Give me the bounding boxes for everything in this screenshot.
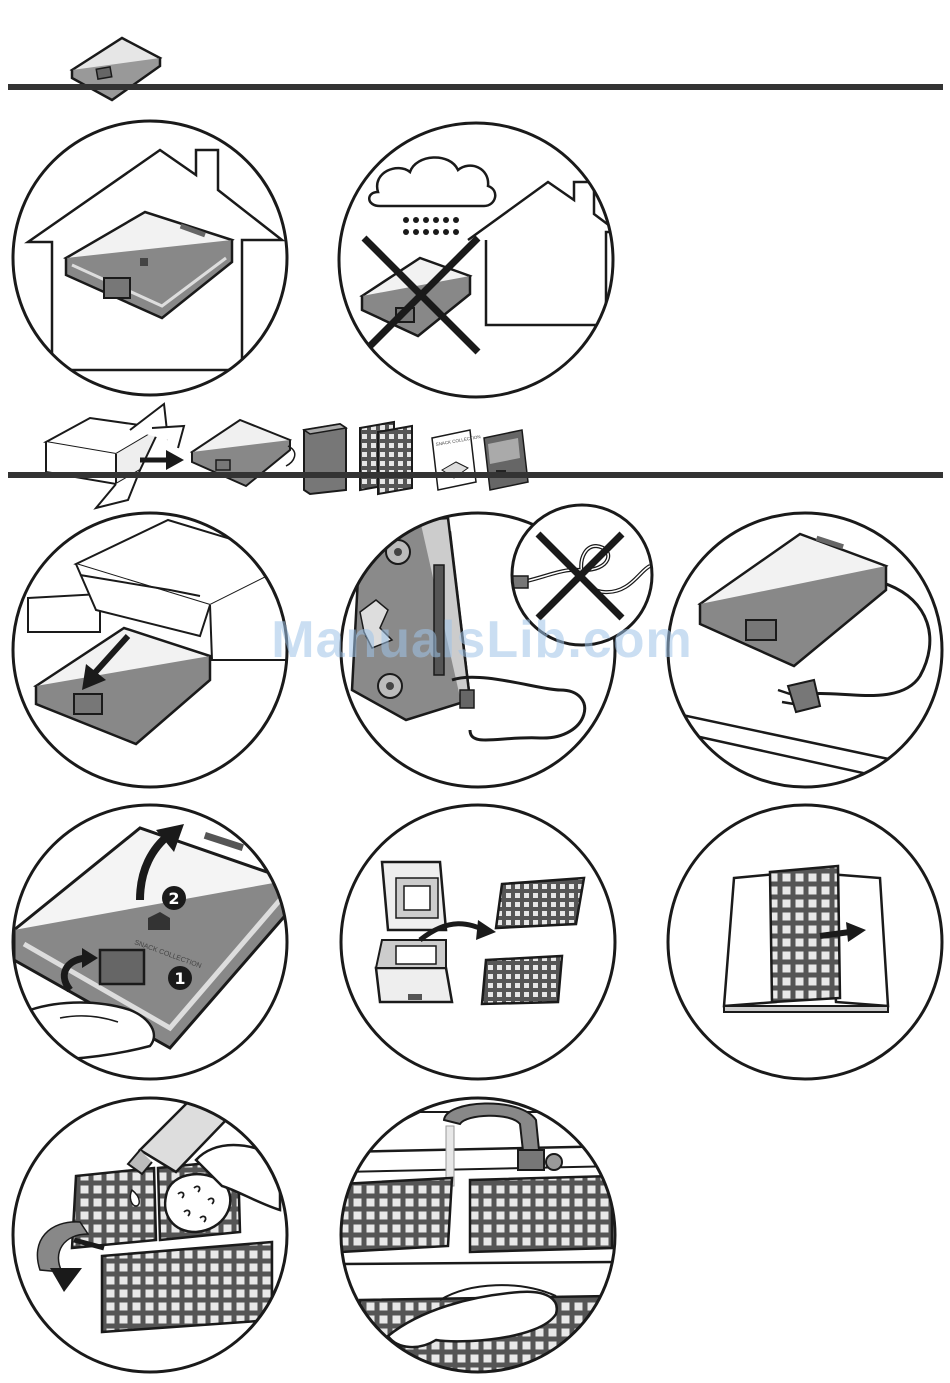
box-open <box>46 404 184 508</box>
panel-no-outdoor-use <box>339 123 618 397</box>
step-number-two: 2 <box>168 889 179 908</box>
panel-remove-plates <box>341 805 615 1079</box>
waffle-plates-pair <box>360 422 412 494</box>
step-badge-two: 2 <box>162 886 186 910</box>
panel-cord-handling <box>341 505 652 787</box>
panel-unpack-appliance <box>13 513 300 787</box>
panel-indoor-use <box>13 121 287 395</box>
user-manual-booklet: SNACK COLLECTION <box>432 430 481 490</box>
panel-wash-plates <box>340 1098 620 1372</box>
step-badge-one: 1 <box>168 966 192 990</box>
box-contents-strip: SNACK COLLECTION <box>46 404 528 508</box>
inset-no-knot <box>512 505 652 645</box>
plate-storage-box <box>304 424 346 494</box>
section-divider-middle <box>8 472 943 478</box>
panel-place-on-table <box>668 513 942 790</box>
header-appliance-icon <box>72 38 160 100</box>
panel-clean-plates <box>13 1098 287 1372</box>
step-number-one: 1 <box>174 969 185 988</box>
recipe-book <box>484 430 528 490</box>
panel-slide-plate <box>668 805 942 1079</box>
section-divider-top <box>8 84 943 90</box>
panel-open-lid: SNACK COLLECTION 2 1 <box>13 805 290 1079</box>
